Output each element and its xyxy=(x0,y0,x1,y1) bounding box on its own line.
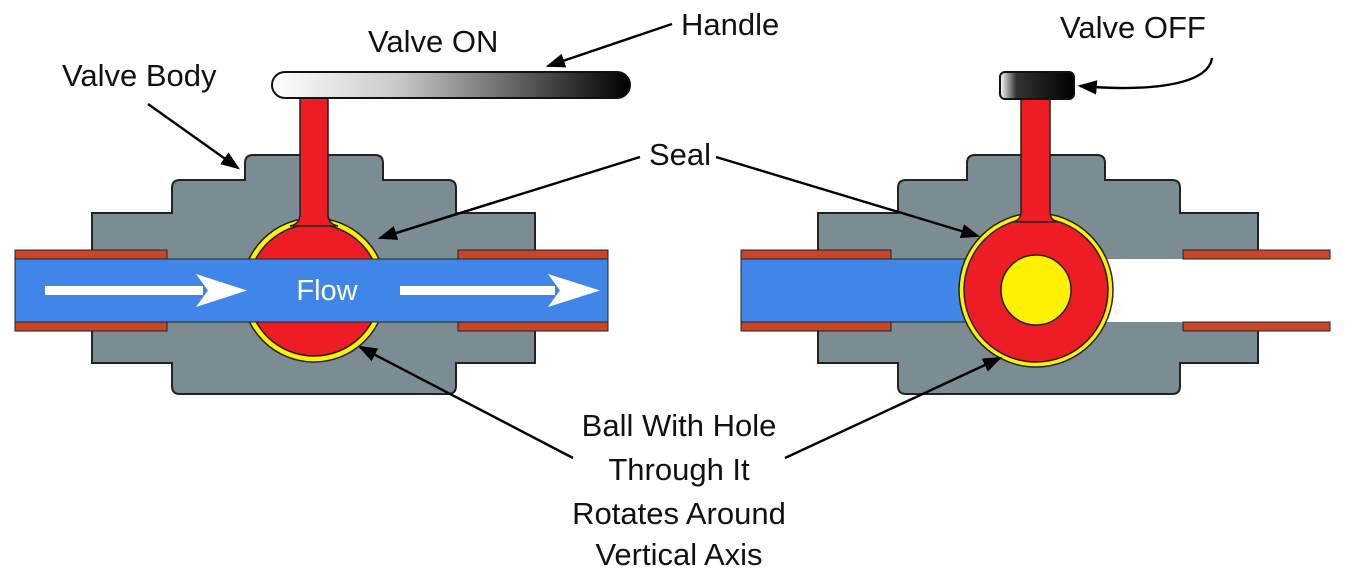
valve-off-pipe-wall-top-left xyxy=(740,249,892,260)
valve-on-pipe-wall-top-left xyxy=(14,249,168,260)
valve-body-pointer-arrow xyxy=(147,103,240,170)
seal-pointer-arrow-left xyxy=(377,155,641,240)
svg-text:Through It: Through It xyxy=(608,452,750,487)
valve-off-stem xyxy=(1012,91,1059,223)
svg-text:Vertical Axis: Vertical Axis xyxy=(595,537,762,572)
valve-on-handle xyxy=(271,71,631,99)
valve-off-pipe-wall-bottom-left xyxy=(740,321,892,332)
valve-off-flow-channel xyxy=(740,258,982,323)
valve-on-pipe-wall-top-right xyxy=(457,249,609,260)
ball-pointer-arrow-left xyxy=(357,345,574,460)
valve-off-label: Valve OFF xyxy=(1060,10,1206,45)
valve-body-label: Valve Body xyxy=(62,58,217,93)
seal-pointer-arrow-right xyxy=(715,155,981,239)
valve-off-pipe-wall-top-right xyxy=(1182,249,1331,260)
ball-description-label: Ball With Hole Through It Rotates Around… xyxy=(572,408,786,572)
valve-off-ball-hole xyxy=(1000,254,1072,326)
handle-label: Handle xyxy=(681,7,779,42)
valve-off-empty-bore xyxy=(1100,259,1330,322)
valve-off-assembly xyxy=(740,71,1331,395)
seal-label: Seal xyxy=(649,137,711,172)
valve-on-flow-arrow-left xyxy=(45,274,247,307)
ball-pointer-arrow-right xyxy=(784,356,1003,460)
valve-on-label: Valve ON xyxy=(368,24,498,59)
flow-label: Flow xyxy=(296,275,358,307)
valve-off-handle xyxy=(999,71,1075,100)
valve-on-pipe-wall-bottom-left xyxy=(14,321,168,332)
svg-text:Ball With Hole: Ball With Hole xyxy=(582,408,777,443)
svg-text:Rotates Around: Rotates Around xyxy=(572,496,786,531)
valve-on-pipe-wall-bottom-right xyxy=(457,321,609,332)
valve-off-pipe-wall-bottom-right xyxy=(1182,321,1331,332)
valve-on-flow-arrow-right xyxy=(400,274,600,307)
handle-pointer-arrow xyxy=(545,22,673,68)
valve-off-pointer-arrow xyxy=(1077,57,1214,95)
valve-on-stem xyxy=(289,91,339,227)
valve-on-assembly: Flow xyxy=(14,71,631,395)
